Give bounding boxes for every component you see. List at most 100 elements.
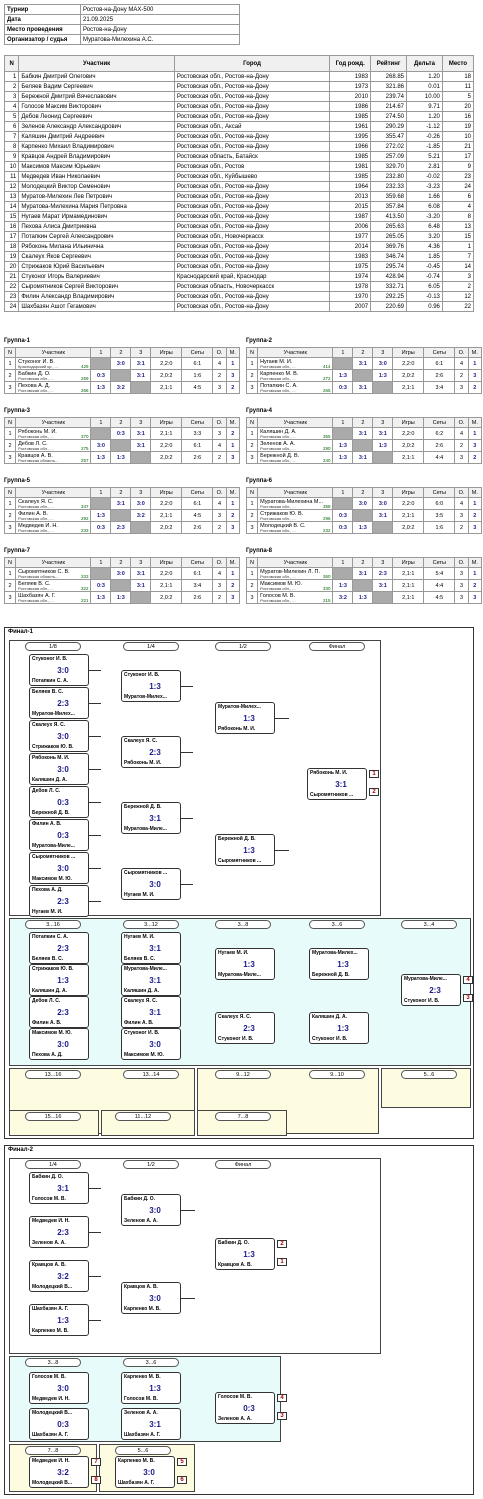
group-row-num: 2 — [245, 579, 259, 592]
group-diagonal-cell — [90, 567, 112, 580]
group-column-header: N — [3, 417, 17, 428]
player-name: Шахбазян А. Г. — [18, 592, 56, 599]
player-name: Голосов М. В. — [260, 592, 296, 599]
group-score-cell: 3:1 — [110, 497, 132, 510]
info-label: Дата — [4, 14, 81, 25]
group-diagonal-cell — [110, 509, 132, 522]
match-score: 1:3 — [149, 682, 161, 691]
group-diagonal-cell — [332, 567, 354, 580]
player-rating: 322 — [80, 586, 89, 591]
participant-cell: -3.20 — [406, 211, 443, 222]
group-score-cell: 0:3 — [332, 521, 354, 534]
group-column-header: N — [3, 347, 17, 358]
group-score-cell: 3:1 — [352, 381, 374, 394]
match-player-a: Муратова-Миле... — [124, 966, 167, 972]
group-sets: 1:6 — [423, 521, 456, 534]
group-points: 2 — [454, 521, 469, 534]
participant-cell: 4 — [3, 101, 20, 112]
participant-cell: Зеленов Александр Александрович — [18, 121, 175, 132]
bracket-line — [89, 901, 101, 902]
group-player: Бабкин Д. О.Ростовская обл., ...269 — [15, 369, 92, 382]
match-player-a: Филин А. В. — [32, 821, 62, 827]
player-name: Потапкин С. А. — [260, 382, 298, 389]
info-label: Турнир — [4, 4, 81, 15]
player-city: Ростовская обл., ... — [260, 363, 296, 369]
group-row-num: 1 — [245, 357, 259, 370]
group-column-header: Игры — [392, 347, 425, 358]
group-points: 3 — [212, 579, 227, 592]
final-place: 3 — [463, 994, 473, 1002]
group-column-header: N — [245, 347, 259, 358]
player-rating: 370 — [80, 434, 89, 439]
participant-cell: 2006 — [329, 221, 372, 232]
match-player-b: Стуконог И. В. — [404, 998, 440, 1004]
match-score: 2:3 — [243, 1024, 255, 1033]
group-points: 2 — [212, 521, 227, 534]
column-header: Дельта — [406, 55, 443, 72]
participant-cell: 9.71 — [406, 101, 443, 112]
round-label: 13...14 — [123, 1070, 179, 1079]
group-sets: 4:5 — [181, 381, 214, 394]
group-games: 2,2:0 — [150, 439, 183, 452]
participant-cell: 12 — [441, 291, 475, 302]
match-score: 3:0 — [143, 1468, 155, 1477]
match-player-b: Бережной Д. В. — [32, 810, 70, 816]
match-score: 3:1 — [149, 1420, 161, 1429]
player-rating: 290 — [322, 446, 331, 451]
participant-cell: Муратов-Милехин Лев Петрович — [18, 191, 175, 202]
group-column-header: Игры — [392, 417, 425, 428]
group-sets: 6:1 — [181, 357, 214, 370]
match-score: 3:2 — [57, 1468, 69, 1477]
group-sets: 2:6 — [181, 451, 214, 464]
group-score-cell: 3:1 — [130, 427, 152, 440]
group-column-header: 2 — [352, 417, 374, 428]
group-place: 2 — [225, 579, 241, 592]
bracket-line — [89, 736, 101, 737]
group-sets: 6:1 — [181, 439, 214, 452]
match-player-b: Каляшин Д. А. — [32, 777, 67, 783]
participant-cell: -1.85 — [406, 141, 443, 152]
group-place: 2 — [225, 509, 241, 522]
participant-cell: Ростовская обл., Ростов-на-Дону — [173, 181, 331, 192]
group-diagonal-cell — [372, 591, 394, 604]
match-player-a: Молодецкий В... — [32, 1410, 73, 1416]
group-points: 2 — [212, 369, 227, 382]
participant-cell: 1983 — [329, 251, 372, 262]
group-column-header: М. — [225, 487, 241, 498]
participant-cell: 9 — [441, 161, 475, 172]
participant-cell: 21 — [3, 271, 20, 282]
match-player-b: Нугаев М. И. — [32, 909, 63, 915]
round-label: 7...8 — [25, 1446, 81, 1455]
group-column-header: О. — [212, 417, 227, 428]
participant-cell: Ростовская обл., Ростов-на-Дону — [173, 141, 331, 152]
player-city: Ростовская обл., ... — [18, 387, 54, 393]
match-score: 3:0 — [57, 666, 69, 675]
participant-cell: 355.47 — [370, 131, 407, 142]
bracket-line — [181, 686, 193, 687]
round-label: 3...6 — [309, 920, 365, 929]
group-games: 2,0:2 — [150, 369, 183, 382]
participant-cell: 1.66 — [406, 191, 443, 202]
match-player-b: Зеленов А. А. — [32, 1240, 66, 1246]
group-player: Зеленов А. А.Ростовская обл., ...290 — [257, 439, 334, 452]
group-diagonal-cell — [130, 521, 152, 534]
participant-cell: 3 — [3, 91, 20, 102]
group-points: 4 — [454, 357, 469, 370]
